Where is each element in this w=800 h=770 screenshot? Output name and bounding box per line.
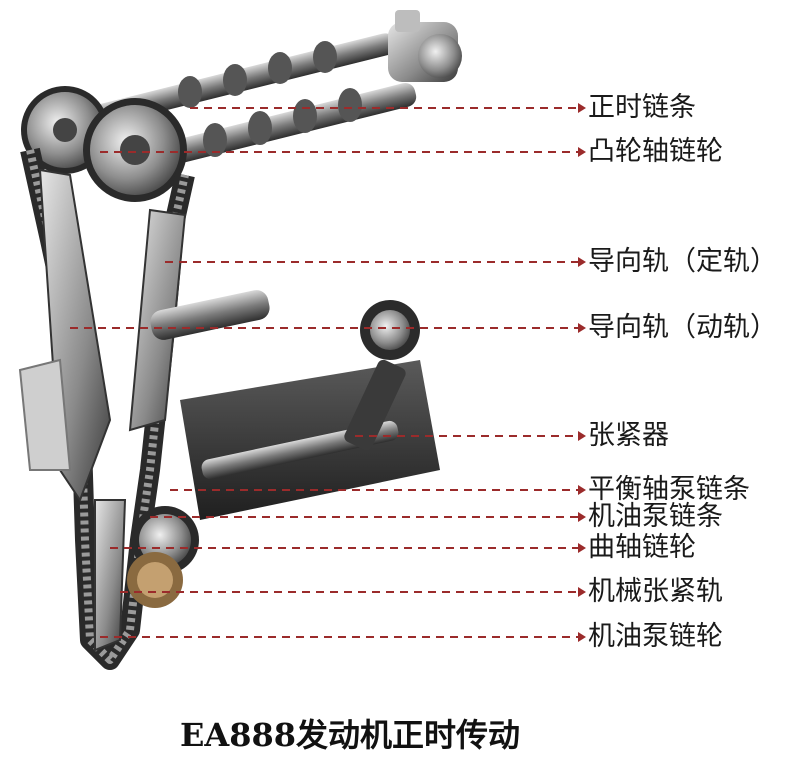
camshaft-actuator (388, 10, 462, 82)
label-camshaft-sprocket: 凸轮轴链轮 (588, 136, 723, 167)
engine-block-edge (18, 358, 72, 471)
figure-caption: EA888发动机正时传动 (180, 716, 521, 754)
label-mechanical-tensioner-rail: 机械张紧轨 (588, 576, 723, 607)
label-timing-chain: 正时链条 (588, 92, 696, 123)
label-tensioner: 张紧器 (588, 420, 669, 451)
leader-arrowheads (578, 103, 586, 642)
label-moving-guide-rail: 导向轨（动轨） (588, 312, 777, 343)
tensioner (344, 300, 420, 451)
label-fixed-guide-rail: 导向轨（定轨） (588, 246, 777, 277)
oil-pump-sprocket (127, 552, 183, 608)
label-oil-pump-chain: 机油泵链条 (588, 501, 723, 532)
camshaft-sprocket-right (83, 98, 187, 202)
label-balance-shaft-pump-chain: 平衡轴泵链条 (588, 474, 750, 505)
leader-lines (70, 107, 578, 638)
mechanical-tensioner-rail (94, 499, 127, 652)
label-oil-pump-sprocket: 机油泵链轮 (588, 621, 723, 652)
caption-fade-overlay (520, 700, 660, 760)
label-crankshaft-sprocket: 曲轴链轮 (588, 532, 696, 563)
balance-shaft (150, 290, 270, 340)
